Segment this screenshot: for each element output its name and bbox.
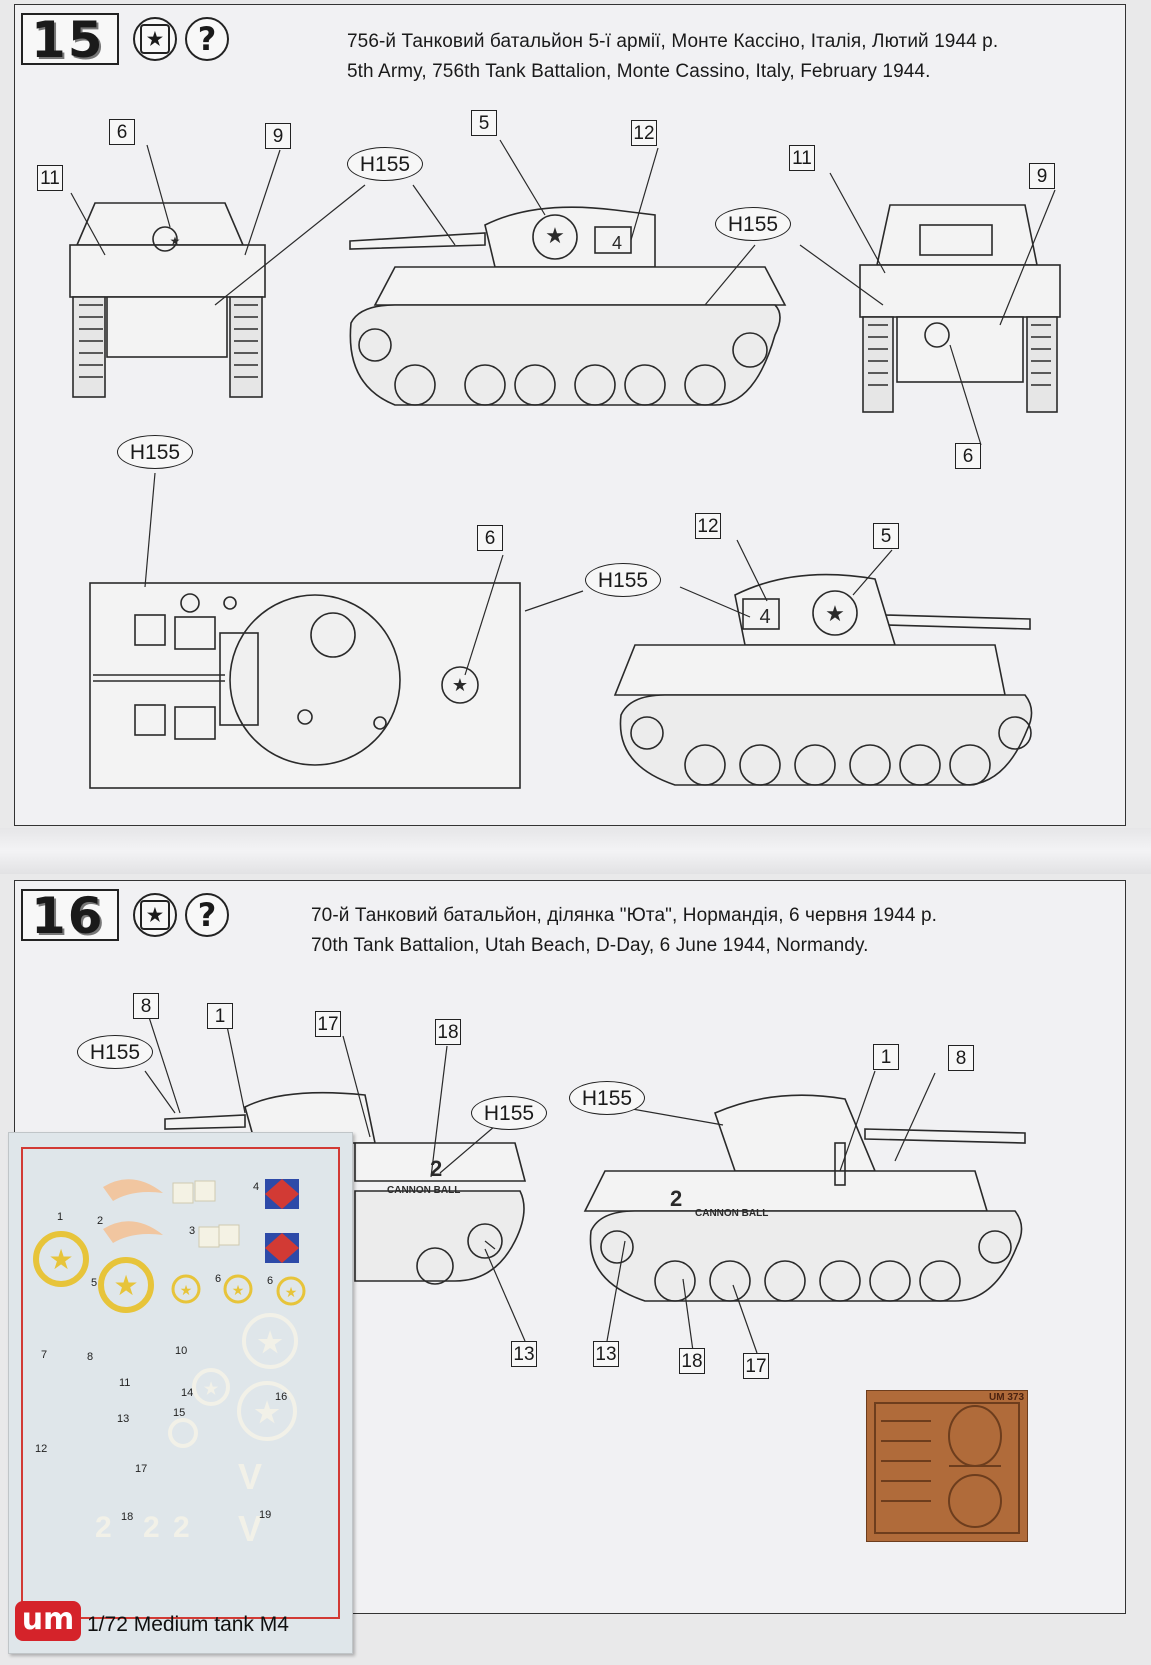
side-view-tank-right	[613, 573, 1033, 786]
callout-9: 9	[265, 123, 291, 149]
paint-callout-h155: H155	[585, 563, 661, 597]
photo-etch-fret: UM 373	[866, 1390, 1028, 1542]
front-view-tank	[69, 202, 266, 398]
decal-number: 7	[41, 1349, 48, 1361]
star-in-circle-icon: ★	[133, 17, 177, 61]
svg-text:★: ★	[180, 1282, 193, 1298]
caption-ukrainian: 756-й Танковий батальйон 5-ї армії, Монт…	[347, 31, 999, 52]
decal-number: 5	[91, 1277, 98, 1289]
decal-number: 6	[215, 1273, 222, 1285]
svg-text:V: V	[238, 1456, 262, 1497]
svg-text:2: 2	[173, 1511, 190, 1544]
callout-13b: 13	[593, 1341, 619, 1367]
callout-17: 17	[315, 1011, 341, 1037]
decal-number: 1	[57, 1211, 64, 1223]
svg-text:★: ★	[48, 1244, 73, 1275]
svg-text:★: ★	[254, 1397, 279, 1428]
svg-text:2: 2	[143, 1511, 160, 1544]
decal-number: 10	[175, 1345, 188, 1357]
callout-11: 11	[37, 165, 63, 191]
caption-english: 70th Tank Battalion, Utah Beach, D-Day, …	[311, 935, 869, 956]
paint-callout-h155: H155	[715, 207, 791, 241]
decal-number: 16	[275, 1391, 288, 1403]
decal-sheet-border: ★ ★ ★ ★ ★ ★ ★	[21, 1147, 340, 1619]
callout-12b: 12	[695, 513, 721, 539]
tank-drawings-15: ★ ★ ★ ★ 4 4	[69, 139, 1061, 789]
callout-18b: 18	[679, 1348, 705, 1374]
svg-text:4: 4	[612, 233, 622, 253]
paint-callout-h155: H155	[77, 1035, 153, 1069]
callout-5: 5	[471, 110, 497, 136]
svg-text:★: ★	[170, 234, 181, 248]
decal-number: 19	[259, 1509, 272, 1521]
callout-6: 6	[109, 119, 135, 145]
top-view-tank	[89, 582, 521, 789]
decal-number: 15	[173, 1407, 186, 1419]
decal-number: 6	[267, 1275, 274, 1287]
callout-11b: 11	[789, 145, 815, 171]
callout-5b: 5	[873, 523, 899, 549]
decal-number: 13	[117, 1413, 130, 1425]
decal-number: 4	[253, 1181, 260, 1193]
svg-text:★: ★	[825, 601, 845, 626]
svg-text:V: V	[238, 1508, 262, 1549]
svg-text:★: ★	[452, 675, 468, 695]
side-view-tank-left	[349, 206, 787, 406]
decal-number: 12	[35, 1443, 48, 1455]
photo-etch-parts	[874, 1402, 1020, 1534]
step-number-badge: 16	[21, 887, 119, 945]
step-number-badge: 15	[21, 11, 119, 69]
side-view-tank-right-16	[583, 1094, 1026, 1302]
tank-drawings-16: 2 CANNON BALL 2 CANNON BALL	[144, 1010, 1026, 1354]
question-mark-icon: ?	[185, 17, 229, 61]
svg-text:★: ★	[204, 1381, 219, 1398]
paint-callout-h155: H155	[569, 1081, 645, 1115]
decal-number: 3	[189, 1225, 196, 1237]
decal-number: 14	[181, 1387, 194, 1399]
question-mark-icon: ?	[185, 893, 229, 937]
caption-ukrainian: 70-й Танковий батальйон, ділянка "Юта", …	[311, 905, 938, 926]
tank-nickname-left: CANNON BALL	[387, 1185, 460, 1196]
callout-13: 13	[511, 1341, 537, 1367]
decal-number: 17	[135, 1463, 148, 1475]
svg-text:★: ★	[285, 1284, 298, 1300]
svg-text:2: 2	[430, 1156, 442, 1181]
callout-18: 18	[435, 1019, 461, 1045]
decal-number: 8	[87, 1351, 94, 1363]
photo-etch-label: UM 373	[989, 1392, 1025, 1403]
callout-1: 1	[207, 1003, 233, 1029]
paint-callout-h155: H155	[347, 147, 423, 181]
svg-text:★: ★	[232, 1282, 245, 1298]
callout-6b: 6	[955, 443, 981, 469]
page-fold	[0, 828, 1151, 874]
callout-8: 8	[133, 993, 159, 1019]
um-logo: um	[15, 1601, 81, 1641]
svg-text:4: 4	[759, 606, 770, 628]
paint-callout-h155: H155	[471, 1096, 547, 1130]
decal-number: 18	[121, 1511, 134, 1523]
callout-17b: 17	[743, 1353, 769, 1379]
decal-number: 2	[97, 1215, 104, 1227]
caption-english: 5th Army, 756th Tank Battalion, Monte Ca…	[347, 61, 931, 82]
step-15-panel: 15 ★ ? 756-й Танковий батальйон 5-ї армі…	[14, 4, 1126, 826]
svg-text:2: 2	[95, 1511, 112, 1544]
callout-1b: 1	[873, 1044, 899, 1070]
callout-6c: 6	[477, 525, 503, 551]
paint-callout-h155: H155	[117, 435, 193, 469]
tank-nickname-right: CANNON BALL	[695, 1208, 768, 1219]
svg-text:★: ★	[257, 1327, 282, 1358]
rear-view-tank	[859, 204, 1061, 413]
callout-12: 12	[631, 120, 657, 146]
decal-sheet: ★ ★ ★ ★ ★ ★ ★	[8, 1132, 353, 1654]
decal-sheet-title: 1/72 Medium tank M4	[87, 1613, 289, 1636]
svg-text:★: ★	[545, 223, 565, 248]
callout-8b: 8	[948, 1045, 974, 1071]
decal-number: 11	[119, 1377, 131, 1389]
side-view-tank-left-16	[164, 1091, 527, 1285]
star-in-circle-icon: ★	[133, 893, 177, 937]
svg-text:2: 2	[670, 1186, 682, 1211]
callout-9b: 9	[1029, 163, 1055, 189]
decal-artwork: ★ ★ ★ ★ ★ ★ ★	[33, 1179, 306, 1549]
svg-text:★: ★	[113, 1270, 138, 1301]
